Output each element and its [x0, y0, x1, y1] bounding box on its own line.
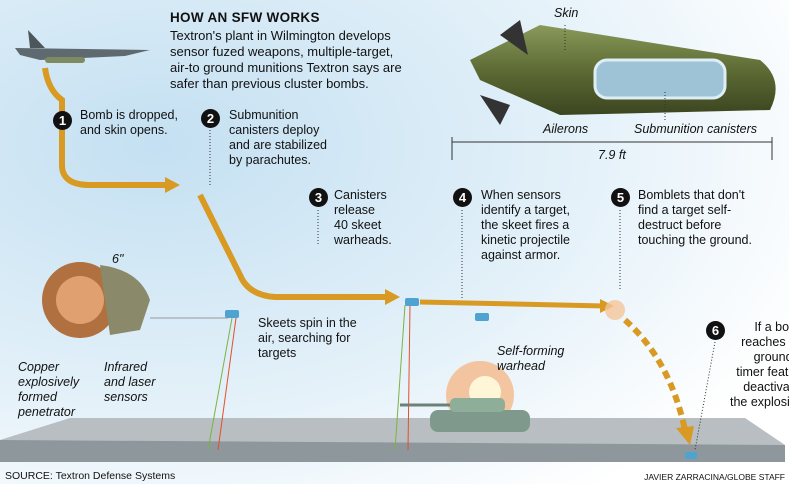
trajectory-path [42, 67, 165, 188]
step-5-text: Bomblets that don't find a target self- … [638, 188, 752, 247]
step-4-badge: 4 [453, 188, 472, 207]
step-5-badge: 5 [611, 188, 630, 207]
bomb-illustration [451, 20, 776, 160]
step-3-badge: 3 [309, 188, 328, 207]
step-2-text: Submunition canisters deploy and are sta… [229, 108, 327, 167]
step-4-text: When sensors identify a target, the skee… [481, 188, 570, 262]
label-skin: Skin [554, 6, 579, 20]
jet-icon [15, 30, 150, 63]
step-1-text: Bomb is dropped, and skin opens. [80, 108, 178, 137]
sensors-label: Infrared and laser sensors [104, 360, 156, 404]
skeet-size-label: 6" [112, 252, 124, 266]
source: SOURCE: Textron Defense Systems [5, 470, 176, 482]
description: Textron's plant in Wilmington develops s… [170, 28, 402, 91]
step-1-badge: 1 [53, 111, 72, 130]
warhead-label: Self-forming warhead [497, 344, 565, 373]
credit: JAVIER ZARRACINA/GLOBE STAFF [644, 472, 785, 482]
label-length: 7.9 ft [598, 148, 626, 162]
skeet-text: Skeets spin in the air, searching for ta… [258, 316, 357, 360]
page-title: HOW AN SFW WORKS [170, 10, 320, 25]
step-2-badge: 2 [201, 109, 220, 128]
step-6-text: If a bomb reaches the ground, a timer fe… [730, 320, 789, 409]
label-canisters: Submunition canisters [634, 122, 757, 136]
step-3-text: Canisters release 40 skeet warheads. [334, 188, 392, 247]
penetrator-label: Copper explosively formed penetrator [18, 360, 80, 419]
label-ailerons: Ailerons [543, 122, 589, 136]
step-6-badge: 6 [706, 321, 725, 340]
